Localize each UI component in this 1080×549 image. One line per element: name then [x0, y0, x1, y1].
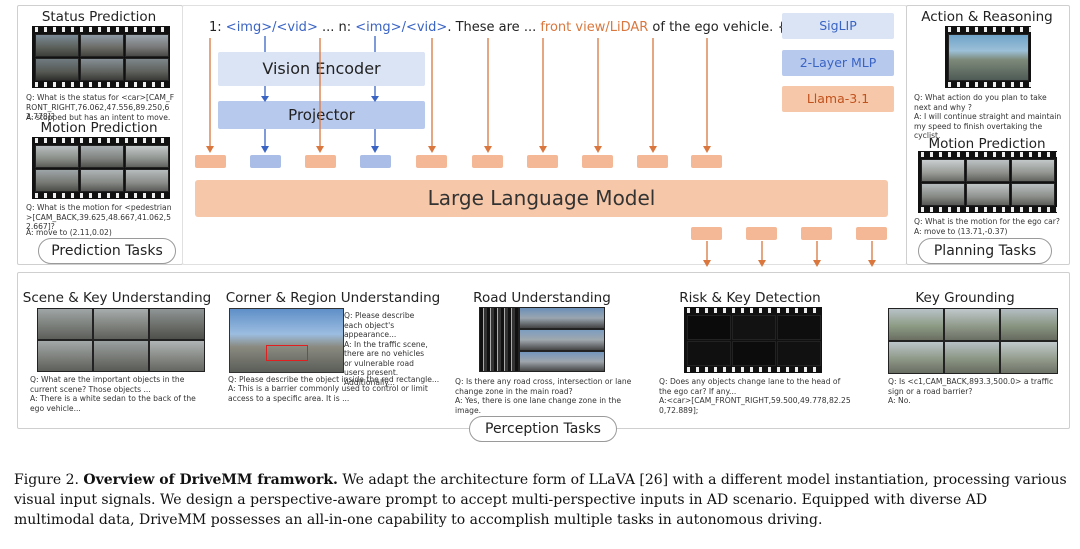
vision-encoder-block: Vision Encoder	[218, 52, 425, 86]
prediction-tasks-label: Prediction Tasks	[38, 238, 176, 264]
model-panel	[182, 5, 907, 265]
planning-motion-title: Motion Prediction	[928, 136, 1046, 152]
figure-caption: Figure 2. Overview of DriveMM framwork. …	[14, 470, 1070, 530]
perception-task-answer: A:<car>[CAM_FRONT_RIGHT,59.500,49.778,82…	[659, 396, 851, 415]
perception-task-answer: A: There is a white sedan to the back of…	[30, 394, 196, 413]
planning-motion-answer: A: move to (13.71,-0.37)	[914, 227, 1008, 236]
planning-motion-filmstrip	[918, 151, 1057, 213]
output-token-arrows	[703, 241, 876, 267]
perception-task-question: Q: What are the important objects in the…	[30, 375, 185, 394]
motion-prediction-question: Q: What is the motion for <pedestrian>[C…	[26, 203, 172, 231]
prompt-arrows	[206, 36, 876, 267]
legend-mlp: 2-Layer MLP	[782, 50, 894, 76]
vision-encoder-label: Vision Encoder	[262, 59, 381, 78]
input-token	[416, 155, 447, 168]
risk-detection-filmstrip	[684, 307, 822, 373]
perception-task-answer: A: No.	[888, 396, 911, 405]
input-token	[527, 155, 558, 168]
input-token	[472, 155, 503, 168]
planning-motion-question: Q: What is the motion for the ego car?	[914, 217, 1060, 226]
image-token-arrows	[261, 36, 379, 153]
perception-task-answer: A: Yes, there is one lane change zone in…	[455, 396, 621, 415]
perception-task-title: Road Understanding	[473, 290, 611, 306]
motion-prediction-answer: A: move to (2.11,0.02)	[26, 228, 112, 237]
llm-block: Large Language Model	[195, 180, 888, 217]
projector-label: Projector	[288, 106, 355, 124]
input-token	[195, 155, 226, 168]
perception-task-question: Q: Does any objects change lane to the h…	[659, 377, 841, 396]
corner-region-bubble: Q: Please describe each object's appeara…	[344, 311, 428, 387]
output-token	[746, 227, 777, 240]
output-token	[691, 227, 722, 240]
input-token	[582, 155, 613, 168]
legend-llama: Llama-3.1	[782, 86, 894, 112]
barrier-box	[266, 345, 308, 361]
motion-prediction-title: Motion Prediction	[40, 120, 158, 136]
prompt-part-2: ... n:	[317, 20, 356, 35]
prompt-part-3: . These are ...	[447, 20, 541, 35]
caption-bold: Overview of DriveMM framwork.	[83, 472, 338, 488]
caption-body: We adapt the architecture form of LLaVA …	[14, 472, 1067, 528]
legend-llama-label: Llama-3.1	[806, 91, 870, 106]
motion-prediction-filmstrip	[32, 137, 170, 199]
legend-siglip-label: SigLIP	[819, 18, 857, 33]
perception-task-title: Scene & Key Understanding	[22, 290, 212, 306]
key-grounding-image	[888, 308, 1058, 374]
projector-block: Projector	[218, 101, 425, 129]
perception-task-question: Q: Is there any road cross, intersection…	[455, 377, 632, 396]
status-prediction-filmstrip	[32, 26, 170, 88]
action-reasoning-title: Action & Reasoning	[921, 9, 1053, 25]
action-reasoning-question: Q: What action do you plan to take next …	[914, 93, 1047, 112]
status-prediction-question: Q: What is the status for <car>[CAM_FRON…	[26, 93, 175, 121]
perception-task-question: Q: Please describe the object inside the…	[228, 375, 440, 384]
road-understanding-image	[479, 307, 605, 372]
scene-understanding-image	[37, 308, 205, 372]
action-reasoning-answer: A: I will continue straight and maintain…	[914, 112, 1062, 140]
status-prediction-title: Status Prediction	[41, 9, 157, 25]
image-token	[250, 155, 281, 168]
output-token	[856, 227, 887, 240]
prompt-image-token-1: <img>/<vid>	[225, 20, 318, 35]
perception-task-question: Q: Is <c1,CAM_BACK,893.3,500.0> a traffi…	[888, 377, 1054, 396]
perception-task-title: Key Grounding	[915, 290, 1015, 306]
output-token	[801, 227, 832, 240]
perception-tasks-label: Perception Tasks	[469, 416, 617, 442]
llm-label: Large Language Model	[427, 186, 656, 210]
prompt-perspective: front view/LiDAR	[540, 20, 649, 35]
action-reasoning-filmstrip	[945, 26, 1031, 88]
status-prediction-answer: A: stopped but has an intent to move.	[26, 113, 171, 122]
input-token	[637, 155, 668, 168]
corner-region-image	[229, 308, 344, 373]
input-token	[691, 155, 722, 168]
perception-task-answer: A: This is a barrier commonly used to co…	[228, 384, 428, 403]
image-token	[360, 155, 391, 168]
legend-mlp-label: 2-Layer MLP	[799, 55, 877, 70]
input-token	[305, 155, 336, 168]
perception-task-title: Risk & Key Detection	[679, 290, 821, 306]
prompt-part-1: 1:	[209, 20, 226, 35]
caption-prefix: Figure 2.	[14, 472, 84, 488]
perception-task-title: Corner & Region Understanding	[225, 290, 441, 306]
legend-siglip: SigLIP	[782, 13, 894, 39]
prompt-image-token-2: <img>/<vid>	[355, 20, 448, 35]
planning-tasks-label: Planning Tasks	[918, 238, 1052, 264]
text-token-arrows	[206, 38, 711, 153]
